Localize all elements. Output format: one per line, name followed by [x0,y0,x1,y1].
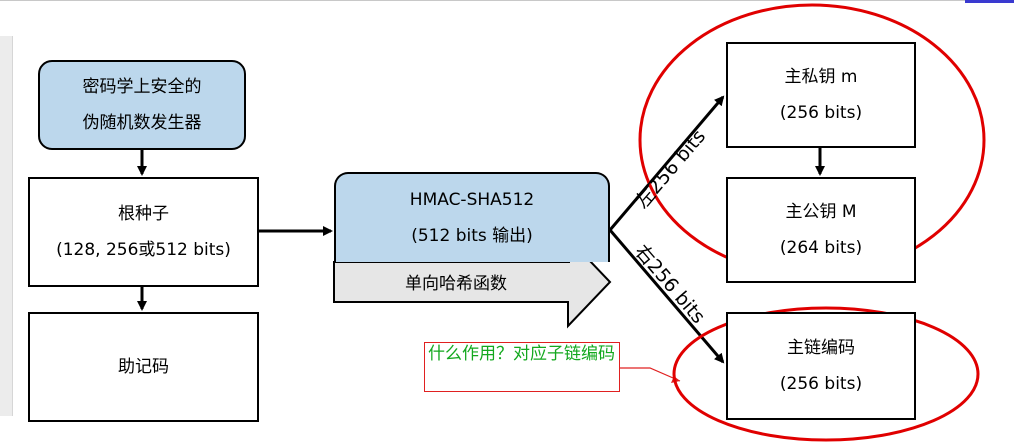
root-seed-title: 根种子 [118,204,169,224]
master-chain-code-box: 主链编码 (256 bits) [726,312,916,420]
csprng-box: 密码学上安全的 伪随机数发生器 [38,60,246,150]
mnemonic-label: 助记码 [118,357,169,377]
hmac-sha512-box: HMAC-SHA512 (512 bits 输出) [334,172,610,262]
top-border [0,0,1014,1]
highlight-ellipse-chain-code [672,306,980,442]
hmac-title: HMAC-SHA512 [409,190,535,210]
master-public-key-box: 主公钥 M (264 bits) [726,177,916,283]
annotation-note: 什么作用？对应子链编码 [424,342,620,392]
annotation-pointer-arrow [620,367,681,382]
top-edge-accent [965,0,1014,3]
master-private-key-box: 主私钥 m (256 bits) [726,42,916,148]
root-seed-size: (128, 256或512 bits) [56,240,231,260]
csprng-line2: 伪随机数发生器 [82,113,202,133]
chain-code-title: 主链编码 [787,338,855,358]
arrow-hmac-to-private-key [608,95,725,231]
mnemonic-box: 助记码 [28,312,259,422]
private-key-size: (256 bits) [779,103,863,123]
private-key-title: 主私钥 m [784,67,858,87]
public-key-size: (264 bits) [779,238,863,258]
csprng-line1: 密码学上安全的 [82,77,202,97]
arrow-hmac-to-chain-code [608,229,725,364]
one-way-hash-label: 单向哈希函数 [405,273,507,294]
root-seed-box: 根种子 (128, 256或512 bits) [28,177,259,287]
public-key-title: 主公钥 M [785,202,857,222]
left-edge-strip [0,36,13,416]
hmac-output: (512 bits 输出) [411,226,533,246]
chain-code-size: (256 bits) [779,374,863,394]
